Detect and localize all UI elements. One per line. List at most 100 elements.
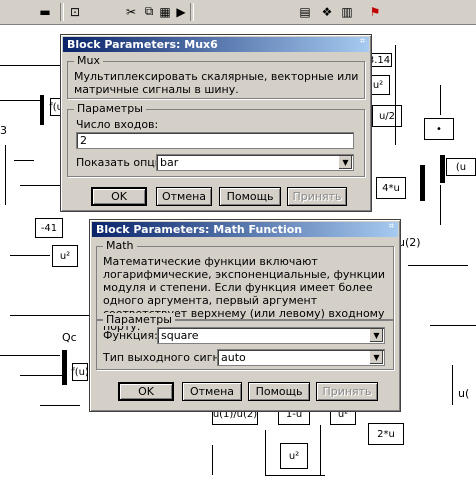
block-label: -41 (40, 222, 58, 234)
signal-line (430, 325, 476, 326)
math-function-dialog: Block Parameters: Math Function ⌗ Math М… (89, 219, 401, 412)
fcn-block[interactable]: u/2 (372, 105, 402, 127)
block-label: (u (455, 161, 467, 173)
group-title: Параметры (74, 102, 146, 115)
inputs-label: Число входов: (76, 118, 159, 131)
signal-line (408, 265, 468, 266)
select-value: square (161, 329, 199, 342)
function-select[interactable]: square ▼ (157, 327, 385, 344)
block-label: 3.14 (367, 54, 391, 66)
ok-button[interactable]: OK (118, 382, 174, 401)
signal-line (10, 255, 50, 256)
signal-line (5, 145, 6, 205)
play-icon[interactable]: ▶ (176, 4, 186, 19)
apply-button[interactable]: Принять (316, 382, 378, 401)
signal-line (212, 445, 213, 475)
close-icon[interactable]: ⌗ (388, 221, 395, 232)
parameters-group: Параметры Функция: square ▼ Тип выходног… (96, 313, 394, 370)
apply-button[interactable]: Принять (287, 187, 347, 206)
show-option-label: Показать опцию: (76, 156, 175, 169)
mux-parameters-dialog: Block Parameters: Mux6 ⌗ Mux Мультиплекс… (60, 34, 372, 212)
signal-line (14, 160, 34, 161)
dialog-title: Block Parameters: Math Function (92, 222, 398, 237)
description-group: Math Математические функции включают лог… (96, 239, 394, 333)
close-icon[interactable]: ⌗ (359, 36, 366, 47)
signal-line (0, 100, 40, 101)
block-label: u/2 (378, 110, 396, 122)
library-icon[interactable]: ⊡ (69, 4, 81, 19)
ok-button[interactable]: OK (91, 187, 147, 206)
inputs-field[interactable]: 2 (76, 132, 354, 149)
signal-line (452, 365, 453, 405)
block-label: u² (337, 408, 349, 420)
library-browser-icon[interactable]: ▤ (299, 4, 311, 19)
block-label: 1-u (285, 408, 303, 420)
debug-icon[interactable]: ⚑ (369, 4, 381, 19)
mux-block[interactable] (420, 165, 425, 201)
signal-line (395, 45, 396, 145)
block-name-label: u( (458, 387, 470, 400)
product-block[interactable]: • (424, 118, 454, 140)
copy-icon[interactable]: ⧉ (144, 4, 154, 18)
group-title: Mux (74, 54, 103, 67)
description-group: Mux Мультиплексировать скалярные, вектор… (67, 54, 365, 99)
mux-block[interactable] (440, 155, 445, 183)
build-icon[interactable]: ▥ (341, 4, 353, 19)
block-label: • (436, 123, 442, 135)
gain-block[interactable]: 2*u (368, 423, 404, 445)
cancel-button[interactable]: Отмена (156, 187, 212, 206)
signal-line (10, 315, 90, 316)
fcn-block[interactable]: (u (446, 158, 476, 176)
block-name-label: Qc (62, 331, 77, 344)
dialog-title: Block Parameters: Mux6 (63, 37, 369, 52)
math-function-block[interactable]: u² (280, 443, 308, 469)
block-label: u² (59, 250, 71, 262)
toolbar-separator (190, 3, 194, 21)
signal-line (265, 475, 325, 476)
block-label: u² (288, 450, 300, 462)
signal-line (20, 375, 65, 376)
math-function-block[interactable]: u² (52, 245, 78, 267)
signal-line (440, 185, 441, 225)
select-value: auto (221, 351, 246, 364)
model-explorer-icon[interactable]: ❖ (321, 4, 333, 19)
math-function-block[interactable]: u² (366, 75, 390, 95)
group-title: Параметры (103, 313, 175, 326)
gain-block[interactable]: 4*u (376, 177, 406, 199)
block-label: 2*u (377, 428, 395, 440)
fcn-block[interactable]: f(u) (71, 363, 89, 381)
help-button[interactable]: Помощь (219, 187, 281, 206)
output-type-select[interactable]: auto ▼ (217, 349, 385, 366)
block-label: f(u) (71, 366, 89, 378)
select-value: bar (160, 156, 179, 169)
paste-icon[interactable]: ▦ (159, 4, 171, 19)
mux-block[interactable] (40, 95, 44, 125)
signal-line (0, 355, 60, 356)
block-label: u² (372, 79, 384, 91)
help-button[interactable]: Помощь (248, 382, 310, 401)
chevron-down-icon[interactable]: ▼ (338, 156, 352, 169)
chevron-down-icon[interactable]: ▼ (369, 351, 383, 364)
description-text: Мультиплексировать скалярные, векторные … (74, 70, 359, 96)
show-option-select[interactable]: bar ▼ (156, 154, 354, 171)
toolbar-separator (60, 3, 64, 21)
signal-line (0, 65, 60, 66)
mux-block[interactable] (62, 350, 67, 385)
constant-block[interactable]: -41 (35, 218, 63, 238)
cut-icon[interactable]: ✂ (125, 4, 137, 19)
signal-line (440, 85, 441, 115)
group-title: Math (103, 239, 137, 252)
block-name-label: u(2) (398, 236, 421, 249)
cancel-button[interactable]: Отмена (182, 382, 242, 401)
block-label: f(u) (49, 101, 67, 113)
signal-line (265, 430, 266, 475)
chevron-down-icon[interactable]: ▼ (369, 329, 383, 342)
signal-line (40, 405, 80, 406)
port-label: 3 (0, 124, 7, 137)
signal-line (20, 185, 60, 186)
text-icon[interactable]: ▬ (39, 4, 51, 19)
output-type-label: Тип выходного сигнала: (103, 351, 244, 364)
signal-line (320, 425, 321, 475)
block-label: 4*u (382, 182, 400, 194)
parameters-group: Параметры Число входов: 2 Показать опцию… (67, 102, 365, 177)
